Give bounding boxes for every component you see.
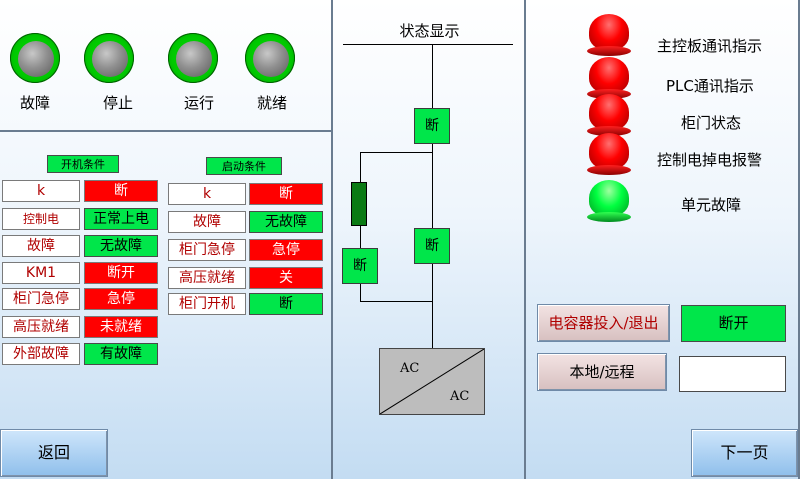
busbar	[343, 44, 513, 45]
startup-conditions-header: 开机条件	[47, 155, 119, 173]
wire	[360, 152, 361, 182]
start-cond-name: 柜门急停	[168, 239, 246, 261]
startup-cond-value: 无故障	[84, 235, 158, 257]
wire	[432, 44, 433, 108]
next-page-button[interactable]: 下一页	[691, 429, 798, 477]
lamp-run	[168, 33, 218, 83]
wire	[360, 152, 432, 153]
start-cond-value: 急停	[249, 239, 323, 261]
startup-cond-name: 外部故障	[2, 343, 80, 365]
startup-cond-value: 有故障	[84, 343, 158, 365]
lamp-run-label: 运行	[183, 94, 214, 112]
divider	[0, 130, 331, 132]
switch-main: 断	[414, 228, 450, 264]
lamp-stop	[84, 33, 134, 83]
startup-cond-value: 急停	[84, 288, 158, 310]
left-panel: 故障 停止 运行 就绪 开机条件 k 断 控制电 正常上电 故障 无故障 KM1…	[0, 0, 333, 479]
local-remote-status	[679, 356, 786, 392]
converter-bottom-label: AC	[450, 389, 470, 404]
startup-cond-name: 柜门急停	[2, 288, 80, 310]
wire	[360, 284, 361, 301]
capacitor-status: 断开	[681, 305, 786, 342]
state-display-title: 状态显示	[399, 22, 460, 40]
indicator-panel: 主控板通讯指示 PLC通讯指示 柜门状态 控制电掉电报警 单元故障 电容器投入/…	[526, 0, 800, 479]
lamp-fault	[10, 33, 60, 83]
startup-cond-value: 断开	[84, 262, 158, 284]
startup-cond-value: 正常上电	[84, 208, 158, 230]
start-cond-name: k	[168, 183, 246, 205]
cabinet-door-lamp-icon	[587, 94, 631, 136]
startup-cond-name: 故障	[2, 235, 80, 257]
start-cond-value: 关	[249, 267, 323, 289]
start-conditions-header: 启动条件	[206, 157, 282, 175]
start-cond-value: 断	[249, 293, 323, 315]
indicator-label: 主控板通讯指示	[657, 37, 763, 55]
local-remote-button[interactable]: 本地/远程	[537, 353, 667, 391]
switch-bypass: 断	[342, 248, 378, 284]
capacitor-switch-button[interactable]: 电容器投入/退出	[537, 304, 670, 342]
start-cond-value: 断	[249, 183, 323, 205]
startup-cond-name: KM1	[2, 262, 80, 284]
lamp-ready	[245, 33, 295, 83]
indicator-label: 柜门状态	[681, 114, 742, 132]
wire	[432, 264, 433, 348]
startup-cond-name: 控制电	[2, 208, 80, 230]
wire	[432, 144, 433, 228]
unit-fault-lamp-icon	[587, 180, 631, 222]
converter-box: AC AC	[379, 348, 485, 415]
startup-cond-name: k	[2, 180, 80, 202]
switch-top: 断	[414, 108, 450, 144]
indicator-label: PLC通讯指示	[666, 77, 754, 95]
start-cond-name: 柜门开机	[168, 293, 246, 315]
wire	[360, 226, 361, 248]
indicator-label: 控制电掉电报警	[657, 151, 763, 169]
diagonal-line	[380, 349, 484, 414]
startup-cond-name: 高压就绪	[2, 316, 80, 338]
state-display-panel: 状态显示 断 断 断 AC AC	[333, 0, 526, 479]
lamp-stop-label: 停止	[102, 94, 133, 112]
wire	[360, 301, 432, 302]
converter-top-label: AC	[400, 361, 420, 376]
lamp-ready-label: 就绪	[256, 94, 287, 112]
start-cond-name: 故障	[168, 211, 246, 233]
startup-cond-value: 未就绪	[84, 316, 158, 338]
resistor-icon	[351, 182, 367, 226]
control-power-alarm-lamp-icon	[587, 133, 631, 175]
lamp-fault-label: 故障	[19, 94, 50, 112]
start-cond-value: 无故障	[249, 211, 323, 233]
startup-cond-value: 断	[84, 180, 158, 202]
comm-plc-lamp-icon	[587, 57, 631, 99]
comm-main-board-lamp-icon	[587, 14, 631, 56]
indicator-label: 单元故障	[681, 196, 742, 214]
start-cond-name: 高压就绪	[168, 267, 246, 289]
back-button[interactable]: 返回	[0, 429, 108, 477]
